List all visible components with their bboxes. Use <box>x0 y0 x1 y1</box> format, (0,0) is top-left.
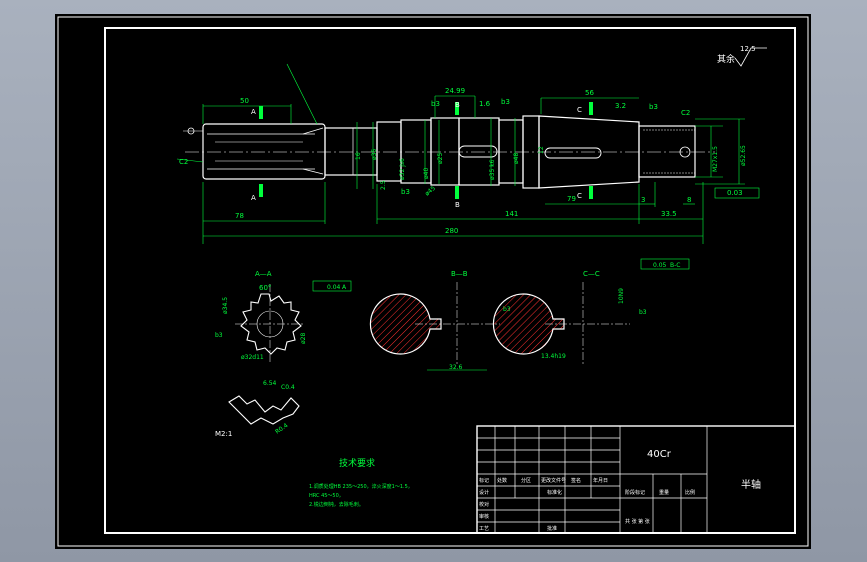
tb-h3: 分区 <box>521 477 531 484</box>
detail-c0-4: C0.4 <box>281 384 295 391</box>
cad-drawing: 其余 12.5 <box>57 16 809 547</box>
cut-c-top: C <box>577 106 582 114</box>
notes-line-2: HRC 45～50， <box>309 493 344 499</box>
bb-d32-6: 32.6 <box>449 364 463 371</box>
aa-d32: ø32d11 <box>241 354 264 361</box>
tb-approve: 批准 <box>547 525 557 532</box>
tb-h1: 标记 <box>479 477 489 484</box>
aa-tolerance: 0.04 <box>327 284 341 291</box>
tb-h5: 签名 <box>571 477 581 484</box>
notes-line-3: 2.锐边倒钝，去除毛刺。 <box>309 501 364 508</box>
section-cc-title: C—C <box>583 270 600 278</box>
tb-r2: 校对 <box>479 501 489 508</box>
outer-frame <box>57 16 809 547</box>
dim-d35: ø35 <box>371 149 378 160</box>
cut-c-bottom: C <box>577 192 582 200</box>
tb-r1: 设计 <box>479 489 489 496</box>
tb-sheet: 共 张 第 张 <box>625 518 650 525</box>
dim-d40: ø40 <box>423 168 430 179</box>
dim-d35k6: ø35 k6 <box>489 159 496 180</box>
aa-rough: b3 <box>215 332 223 339</box>
dim-2-5: 2.5 <box>380 180 387 190</box>
detail-r: R0.4 <box>274 422 289 436</box>
dim-8: 8 <box>687 196 691 204</box>
dim-m27: M27x1.5 <box>712 146 719 172</box>
title-block <box>476 425 796 534</box>
detail-view <box>228 395 300 425</box>
aa-d28: ø28 <box>300 333 307 344</box>
detail-6-54: 6.54 <box>263 380 277 387</box>
cc-d10: 10N9 <box>618 288 625 304</box>
dim-1-6: 1.6 <box>479 100 491 108</box>
dim-d25: ø25 <box>437 153 444 164</box>
section-cc-view <box>492 293 565 355</box>
rough-b3-2: b3 <box>501 98 510 106</box>
inner-frame <box>104 27 796 534</box>
roughness-symbol <box>734 47 767 67</box>
cc-d13: 13.4h19 <box>541 353 566 360</box>
detail-scale: M2:1 <box>215 430 232 438</box>
tb-h6: 年月日 <box>593 477 608 484</box>
tb-weight: 重量 <box>659 489 669 496</box>
dim-12: 12 <box>538 146 545 154</box>
dim-141: 141 <box>505 210 518 218</box>
aa-datum: A <box>342 284 347 291</box>
section-aa-title: A—A <box>255 270 272 278</box>
cut-a-top: A <box>251 108 256 116</box>
tb-h2: 处数 <box>497 477 507 484</box>
dim-3: 3 <box>641 196 645 204</box>
roughness-label: 其余 <box>717 53 735 65</box>
cc-rough: b3 <box>639 309 647 316</box>
drawing-sheet: 其余 12.5 <box>55 14 811 549</box>
tb-r4: 工艺 <box>479 526 489 532</box>
dim-d45: ø45 <box>424 185 437 198</box>
rough-b3-3: b3 <box>649 103 658 111</box>
dim-79: 79 <box>567 195 576 203</box>
chamfer-c2-left: C2 <box>179 158 188 166</box>
cc-tolerance-frame <box>640 258 690 270</box>
cut-a-bottom: A <box>251 194 256 202</box>
dim-56: 56 <box>585 89 594 97</box>
aa-angle: 60° <box>259 284 271 292</box>
notes-line-1: 1.调质处理HB 235～250，淬火深度1～1.5， <box>309 483 413 490</box>
tolerance-frame <box>714 187 760 199</box>
dim-50: 50 <box>240 97 249 105</box>
dim-d52: ø52.65 <box>740 145 747 166</box>
chamfer-c2: C2 <box>681 109 690 117</box>
section-cut-marks <box>259 102 593 199</box>
cut-b-top: B <box>455 101 460 109</box>
cc-tolerance: 0.05 <box>653 262 667 269</box>
rough-b3-4: b3 <box>401 188 410 196</box>
tb-h4: 更改文件号 <box>541 477 566 484</box>
aa-d34: ø34.5 <box>222 297 229 314</box>
dim-3-2: 3.2 <box>615 102 626 110</box>
roughness-value: 12.5 <box>740 45 756 53</box>
rough-b3-1: b3 <box>431 100 440 108</box>
part-name-label: 半轴 <box>741 478 761 491</box>
dim-16: 16 <box>355 152 362 160</box>
cc-datum: B-C <box>670 262 680 269</box>
dim-24-99: 24.99 <box>445 87 465 95</box>
material-label: 40Cr <box>647 449 672 460</box>
dim-33-5: 33.5 <box>661 210 677 218</box>
notes-title: 技术要求 <box>339 457 375 469</box>
aa-tolerance-frame <box>312 280 352 292</box>
tb-std: 标准化 <box>547 489 562 496</box>
tb-r3: 审核 <box>479 513 489 520</box>
dim-78: 78 <box>235 212 244 220</box>
dim-d32js: ø32 js6 <box>399 158 406 180</box>
shaft-main-view <box>202 115 696 189</box>
tolerance-value: 0.03 <box>727 189 743 197</box>
dimension-lines <box>176 63 745 244</box>
cut-b-bottom: B <box>455 201 460 209</box>
tb-scale: 比例 <box>685 489 695 496</box>
dim-d48: ø48 <box>513 153 520 164</box>
dim-280: 280 <box>445 227 458 235</box>
section-bb-view <box>369 293 442 355</box>
section-bb-title: B—B <box>451 270 468 278</box>
tb-stage: 阶段标记 <box>625 489 645 496</box>
